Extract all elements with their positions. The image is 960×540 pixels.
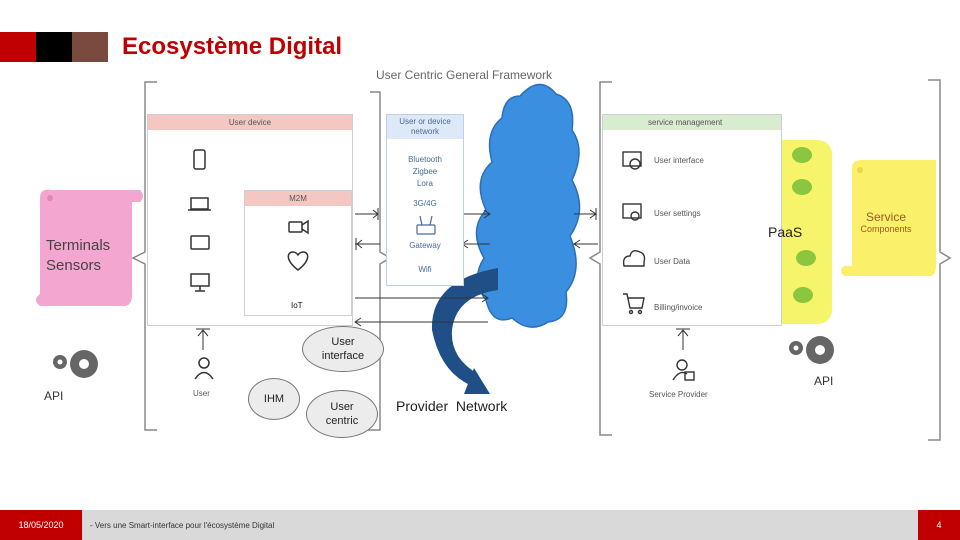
service-icons: [622, 151, 646, 315]
network-header-line2: network: [410, 127, 439, 136]
connector-arrows: [196, 208, 690, 350]
sensors-line: Sensors: [46, 257, 102, 274]
camera-icon: [288, 221, 303, 233]
terminals-line: Terminals: [46, 237, 111, 254]
network-item: 3G/4G: [413, 199, 437, 208]
user-device-header: User device: [148, 115, 352, 130]
cloud-shape: [475, 83, 581, 328]
window-globe-icon: [622, 151, 642, 167]
m2m-panel: M2M IoT: [244, 190, 352, 316]
router-icon: [416, 215, 436, 235]
paas-label: PaaS: [768, 224, 803, 240]
api-left-label: API: [44, 389, 64, 403]
header-brown-square: [72, 32, 108, 62]
laptop-icon: [190, 197, 209, 210]
bubble-line: centric: [325, 415, 359, 427]
tablet-icon: [190, 235, 210, 250]
bubble-line: interface: [321, 350, 365, 362]
network-item: Bluetooth: [408, 155, 442, 164]
provider-network-label: Provider Network: [396, 398, 508, 414]
service-item: User interface: [654, 156, 704, 165]
user-label: User: [193, 389, 210, 398]
framework-title: User Centric General Framework: [376, 68, 553, 82]
service-management-panel: service management: [602, 114, 782, 326]
user-interface-bubble: User interface: [302, 326, 384, 372]
service-provider-label: Service Provider: [649, 390, 708, 399]
header-black-square: [36, 32, 72, 62]
cloud-lock-icon: [622, 249, 646, 267]
service-item: User settings: [654, 209, 701, 218]
phone-icon: [193, 149, 206, 170]
footer-date: 18/05/2020: [0, 510, 82, 540]
service-components-scroll: [841, 160, 936, 277]
service-management-header: service management: [603, 115, 781, 130]
service-components-label: Service Components: [854, 210, 918, 234]
user-centric-bubble: User centric: [306, 390, 378, 438]
service-item: User Data: [654, 257, 691, 266]
network-header-line1: User or device: [399, 117, 451, 126]
terminals-label: Terminals Sensors: [46, 236, 110, 276]
bubble-line: User: [330, 401, 354, 413]
m2m-icons: [287, 219, 309, 271]
page-number: 4: [918, 510, 960, 540]
service-item: Billing/invoice: [654, 303, 703, 312]
slide-title: Ecosystème Digital: [122, 33, 343, 60]
service-provider-icon: [672, 359, 695, 381]
api-right-label: API: [814, 374, 834, 388]
provider-curve-arrow: [431, 268, 498, 394]
header-red-square: [0, 32, 36, 62]
network-header: User or device network: [387, 115, 463, 139]
network-item: Wifi: [418, 265, 432, 274]
footer-text: - Vers une Smart-interface pour l'écosys…: [90, 521, 275, 530]
monitor-icon: [190, 273, 210, 287]
footer-bar: [0, 510, 960, 540]
network-item: Zigbee: [412, 167, 438, 176]
user-icon: [194, 357, 214, 380]
ihm-bubble: IHM: [248, 378, 300, 420]
iot-label: IoT: [291, 301, 303, 310]
network-panel: User or device network Bluetooth Zigbee …: [386, 114, 464, 286]
bubble-line: User: [331, 336, 355, 348]
terminals-scroll: [36, 189, 143, 307]
components-line: Components: [860, 224, 912, 234]
m2m-header: M2M: [245, 191, 351, 206]
network-item: Lora: [416, 179, 433, 188]
gear-icon: [53, 336, 834, 378]
cart-icon: [623, 293, 645, 309]
device-icons: [188, 149, 211, 292]
network-item: Gateway: [409, 241, 441, 250]
service-line: Service: [865, 210, 906, 224]
heart-icon: [287, 251, 309, 271]
